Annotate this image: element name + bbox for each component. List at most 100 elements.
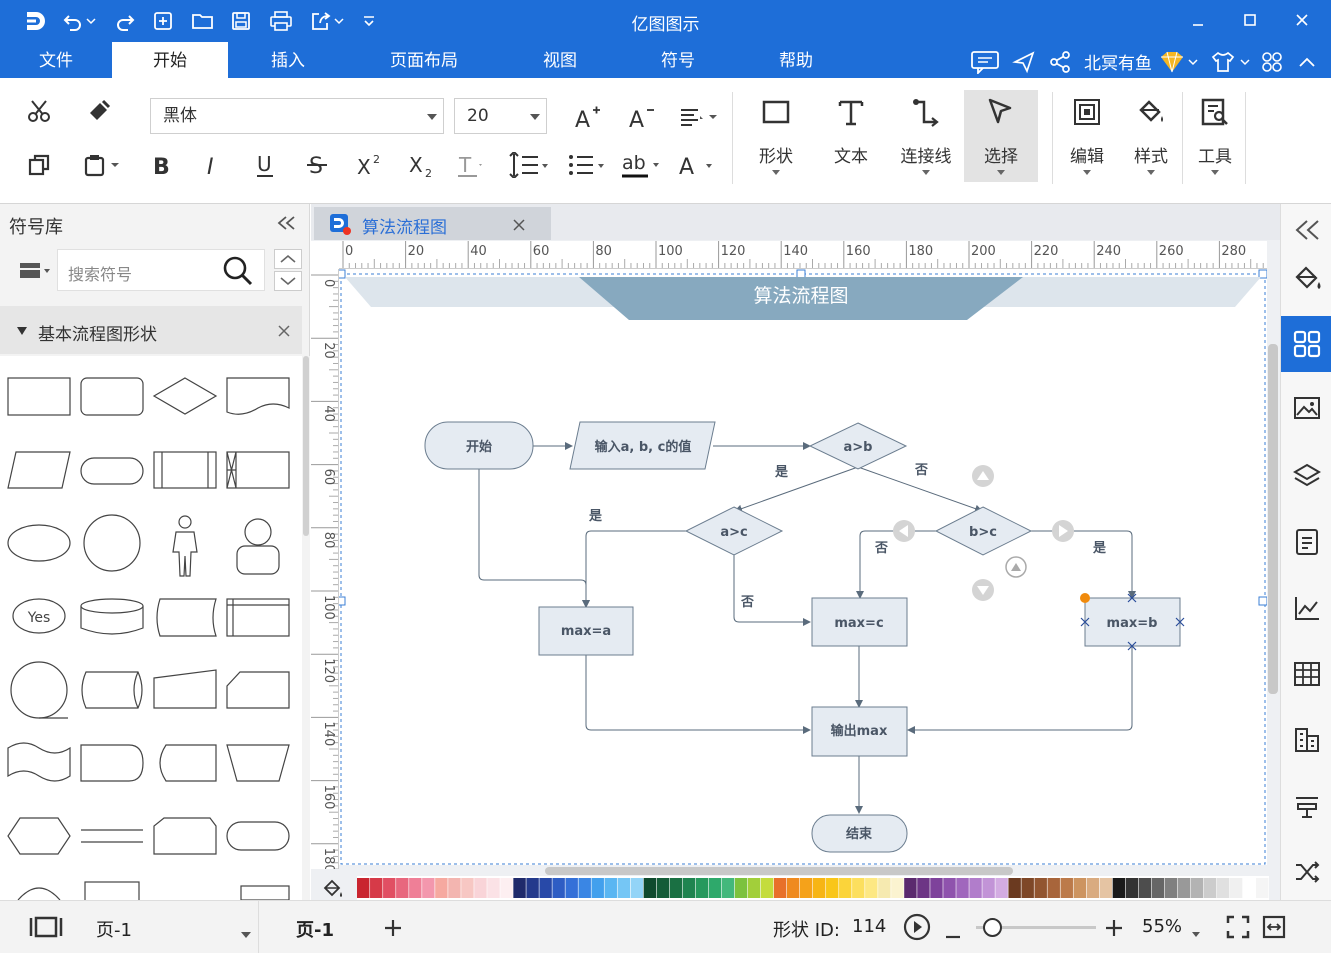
connection-points[interactable] [1080, 593, 1185, 651]
shape-partial-circle[interactable] [17, 887, 61, 900]
shape-manual-operation[interactable] [226, 744, 290, 782]
palette-swatch[interactable] [1008, 878, 1021, 898]
rotation-handle[interactable] [1080, 593, 1090, 603]
vertical-scrollbar[interactable] [1268, 344, 1278, 694]
palette-swatch[interactable] [1138, 878, 1152, 898]
fill-icon[interactable] [1281, 252, 1331, 304]
palette-swatch[interactable] [1125, 878, 1139, 898]
shape-yes-ellipse[interactable] [12, 598, 66, 634]
palette-swatch[interactable] [773, 878, 787, 898]
close-category-icon[interactable] [278, 325, 290, 337]
palette-swatch[interactable] [956, 878, 969, 898]
horizontal-scrollbar[interactable] [545, 867, 1013, 875]
shuffle-icon[interactable] [1281, 846, 1331, 898]
customize-toolbar-icon[interactable] [356, 8, 382, 34]
image-icon[interactable] [1281, 382, 1331, 434]
palette-swatch[interactable] [826, 878, 839, 898]
palette-swatch[interactable] [760, 878, 774, 898]
line-spacing-icon[interactable] [504, 148, 552, 182]
strikethrough-icon[interactable]: S [300, 148, 334, 182]
node-decision-ab[interactable] [808, 422, 908, 470]
collapse-panel-icon[interactable] [276, 214, 296, 236]
export-dropdown-icon[interactable] [332, 8, 346, 34]
shape-data[interactable] [7, 451, 71, 489]
palette-swatch[interactable] [1203, 878, 1217, 898]
shape-connector[interactable] [83, 514, 141, 572]
palette-swatch[interactable] [813, 878, 826, 898]
palette-swatch[interactable] [1177, 878, 1191, 898]
close-tab-icon[interactable] [513, 219, 525, 231]
undo-icon[interactable] [60, 8, 86, 34]
underline-icon[interactable]: U [248, 148, 282, 182]
palette-swatch[interactable] [656, 878, 670, 898]
shape-data-panel-icon[interactable] [1281, 316, 1331, 372]
palette-swatch[interactable] [604, 878, 617, 898]
user-name[interactable]: 北冥有鱼 [1084, 54, 1152, 74]
shape-user[interactable] [236, 518, 280, 575]
selection-handles[interactable] [339, 269, 1267, 606]
library-menu-icon[interactable] [18, 259, 52, 285]
palette-swatch[interactable] [786, 878, 800, 898]
save-icon[interactable] [228, 8, 254, 34]
shape-display[interactable] [159, 744, 217, 782]
connector-button[interactable]: 连接线 [894, 90, 958, 182]
palette-swatch[interactable] [565, 878, 578, 898]
app-logo-icon[interactable] [22, 8, 48, 34]
bullet-list-icon[interactable] [566, 148, 610, 182]
palette-swatch[interactable] [1073, 878, 1086, 898]
shape-delay[interactable] [80, 744, 144, 782]
page-icon[interactable] [1281, 516, 1331, 568]
palette-swatch[interactable] [1164, 878, 1178, 898]
category-header[interactable]: 基本流程图形状 [0, 306, 302, 354]
palette-swatch[interactable] [865, 878, 878, 898]
palette-swatch[interactable] [734, 878, 748, 898]
palette-swatch[interactable] [396, 878, 409, 898]
shape-terminator[interactable] [80, 457, 144, 485]
fit-page-icon[interactable] [1226, 915, 1250, 943]
shape-database[interactable] [80, 598, 144, 635]
connectors[interactable] [478, 442, 1136, 814]
palette-swatch[interactable] [617, 878, 630, 898]
print-icon[interactable] [268, 8, 294, 34]
node-max-b[interactable] [1084, 597, 1181, 647]
palette-swatch[interactable] [1112, 878, 1126, 898]
node-end[interactable] [811, 814, 908, 853]
palette-swatch[interactable] [799, 878, 813, 898]
palette-swatch[interactable] [526, 878, 539, 898]
palette-swatch[interactable] [1242, 878, 1256, 898]
palette-swatch[interactable] [578, 878, 591, 898]
palette-swatch[interactable] [1151, 878, 1165, 898]
new-file-icon[interactable] [150, 8, 176, 34]
node-max-a[interactable] [538, 606, 634, 656]
format-painter-icon[interactable] [82, 94, 116, 128]
edit-button[interactable]: 编辑 [1055, 90, 1119, 182]
decrease-font-icon[interactable]: A [624, 100, 658, 134]
palette-swatch[interactable] [500, 878, 513, 898]
palette-swatch[interactable] [435, 878, 448, 898]
node-max-c[interactable] [811, 597, 908, 647]
zoom-in-icon[interactable] [1104, 918, 1124, 942]
palette-swatch[interactable] [995, 878, 1008, 898]
font-size-select[interactable]: 20 [454, 98, 547, 134]
shape-process[interactable] [7, 377, 71, 416]
comment-icon[interactable] [970, 50, 1000, 74]
maximize-button[interactable] [1230, 6, 1270, 34]
send-icon[interactable] [1012, 50, 1036, 74]
vip-badge-icon[interactable] [1158, 50, 1186, 74]
shape-note[interactable] [240, 885, 290, 900]
page-select-dropdown-icon[interactable] [240, 924, 252, 943]
zoom-level[interactable]: 55% [1142, 916, 1183, 937]
shape-card[interactable] [226, 671, 290, 709]
select-button[interactable]: 选择 [964, 90, 1038, 182]
node-output[interactable] [811, 706, 908, 757]
palette-swatch[interactable] [1047, 878, 1060, 898]
palette-swatch[interactable] [487, 878, 500, 898]
share-icon[interactable] [1048, 50, 1072, 74]
palette-swatch[interactable] [982, 878, 995, 898]
theme-shirt-icon[interactable] [1210, 50, 1236, 74]
shape-internal-storage[interactable] [226, 598, 290, 637]
shape-parallel-mode[interactable] [81, 829, 143, 843]
palette-swatch[interactable] [474, 878, 487, 898]
palette-swatch[interactable] [1034, 878, 1047, 898]
palette-swatch[interactable] [422, 878, 435, 898]
